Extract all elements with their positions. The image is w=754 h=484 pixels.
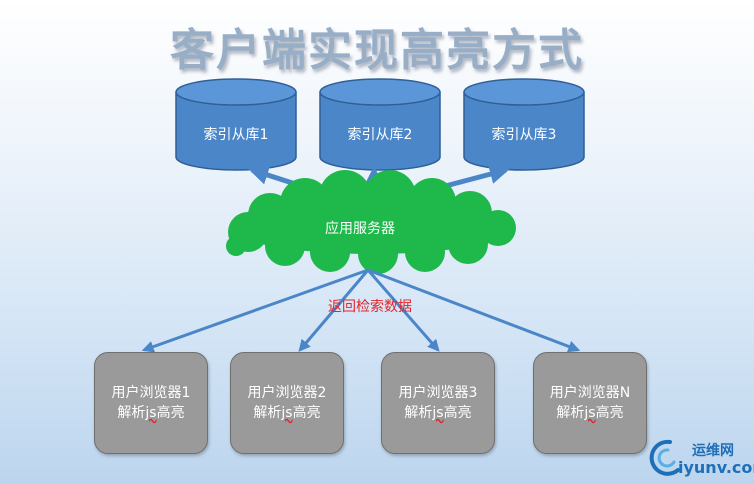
database-cylinder-1 bbox=[175, 78, 297, 171]
browser-action: 解析js高亮 bbox=[556, 405, 624, 421]
browser-title: 用户浏览器3 bbox=[398, 385, 478, 401]
database-cylinder-3 bbox=[463, 78, 585, 171]
database-label-1: 索引从库1 bbox=[203, 127, 269, 143]
browser-title: 用户浏览器2 bbox=[247, 385, 327, 401]
browser-box-2: 用户浏览器2 解析js高亮 bbox=[230, 352, 344, 454]
browser-title: 用户浏览器1 bbox=[111, 385, 191, 401]
database-label-2: 索引从库2 bbox=[347, 127, 413, 143]
arrow-server-to-browser-1 bbox=[141, 268, 369, 353]
server-label: 应用服务器 bbox=[325, 221, 395, 237]
arrow-server-to-browser-3 bbox=[366, 269, 440, 352]
swirl-logo-icon bbox=[649, 439, 680, 476]
browser-action: 解析js高亮 bbox=[253, 405, 321, 421]
watermark-logo: 运维网 iyunv.com bbox=[648, 436, 754, 480]
browser-box-3: 用户浏览器3 解析js高亮 bbox=[381, 352, 495, 454]
database-cylinder-2 bbox=[319, 78, 441, 171]
diagram-title: 客户端实现高亮方式 bbox=[170, 25, 584, 76]
browser-action: 解析js高亮 bbox=[404, 405, 472, 421]
return-data-label: 返回检索数据 bbox=[328, 299, 412, 315]
watermark-url: iyunv.com bbox=[678, 458, 754, 477]
watermark-name: 运维网 bbox=[692, 443, 734, 459]
arrow-server-to-browser-n bbox=[367, 268, 581, 353]
server-cloud-shape bbox=[226, 170, 516, 274]
browser-title: 用户浏览器N bbox=[549, 385, 631, 401]
arrow-server-to-browser-2 bbox=[298, 269, 370, 352]
browser-action: 解析js高亮 bbox=[117, 405, 185, 421]
browser-box-1: 用户浏览器1 解析js高亮 bbox=[94, 352, 208, 454]
browser-box-n: 用户浏览器N 解析js高亮 bbox=[533, 352, 647, 454]
database-label-3: 索引从库3 bbox=[491, 127, 557, 143]
